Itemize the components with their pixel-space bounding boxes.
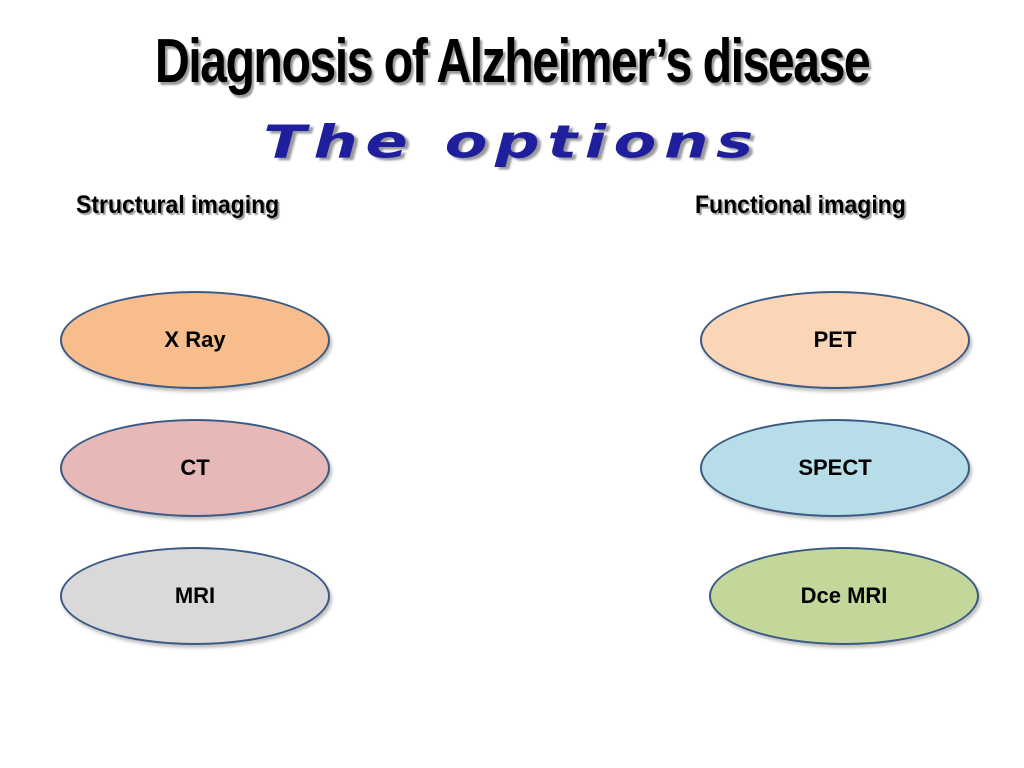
mri-label: MRI bbox=[174, 583, 216, 608]
slide-title: Diagnosis of Alzheimer’s disease bbox=[154, 27, 871, 96]
dce-mri-label: Dce MRI bbox=[800, 583, 888, 608]
spect-oval: SPECT bbox=[700, 419, 970, 517]
ct-label: CT bbox=[180, 455, 210, 480]
functional-imaging-heading: Functional imaging bbox=[695, 191, 906, 219]
structural-imaging-heading: Structural imaging bbox=[76, 191, 280, 219]
xray-oval: X Ray bbox=[60, 291, 330, 389]
mri-oval: MRI bbox=[60, 547, 330, 645]
pet-oval: PET bbox=[700, 291, 970, 389]
xray-label: X Ray bbox=[164, 327, 226, 352]
ct-oval: CT bbox=[60, 419, 330, 517]
spect-label: SPECT bbox=[798, 455, 872, 480]
dce-mri-oval: Dce MRI bbox=[709, 547, 979, 645]
slide-subtitle: The options bbox=[263, 115, 761, 169]
pet-label: PET bbox=[813, 327, 857, 352]
